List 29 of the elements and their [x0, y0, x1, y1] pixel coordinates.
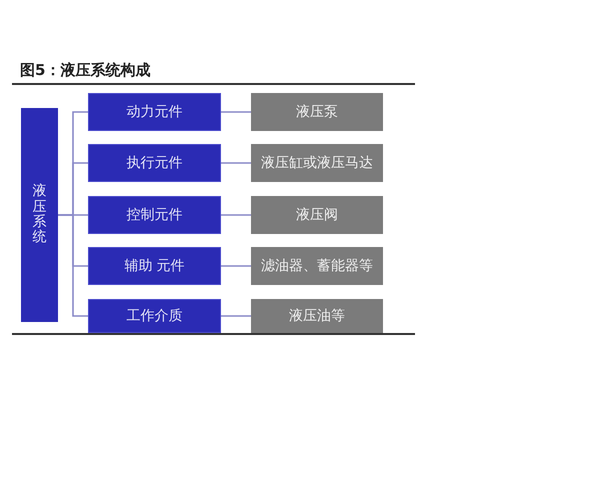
part-box — [251, 247, 383, 285]
component-box — [88, 299, 221, 333]
figure-title: 图5：液压系统构成 — [20, 60, 150, 80]
component-box — [88, 93, 221, 131]
component-box — [88, 144, 221, 182]
connector-line — [221, 265, 251, 267]
connector-line — [58, 214, 88, 317]
part-box — [251, 93, 383, 131]
connector-line — [221, 111, 251, 113]
node-label: 液压阀 — [296, 206, 338, 224]
component-box — [88, 247, 221, 285]
connector-line — [221, 162, 251, 164]
system-box — [21, 108, 58, 322]
node-label: 工作介质 — [126, 307, 182, 325]
part-box — [251, 144, 383, 182]
node-label: 液压油等 — [289, 307, 345, 325]
node-label: 液压泵 — [296, 103, 338, 121]
part-box — [251, 196, 383, 234]
node-label: 滤油器、蓄能器等 — [261, 257, 373, 275]
connector-line — [221, 214, 251, 216]
node-label: 控制元件 — [126, 206, 182, 224]
node-label: 执行元件 — [126, 154, 182, 172]
part-box — [251, 299, 383, 333]
node-label: 辅助 元件 — [124, 257, 185, 275]
node-label: 液压系统 — [32, 184, 46, 246]
node-label: 动力元件 — [126, 103, 182, 121]
connector-line — [221, 315, 251, 317]
node-label: 液压缸或液压马达 — [261, 154, 373, 172]
component-box — [88, 196, 221, 234]
